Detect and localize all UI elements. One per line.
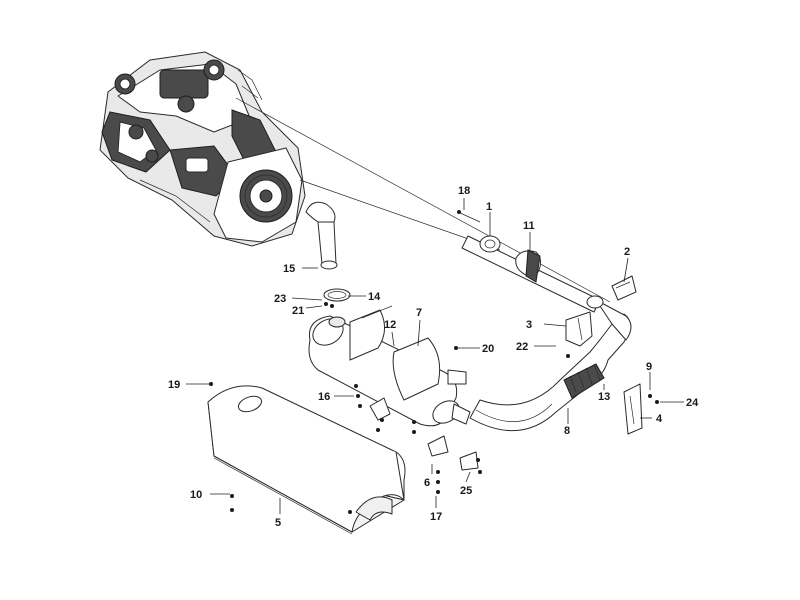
callout-8: 8	[564, 425, 570, 437]
callout-7: 7	[416, 307, 422, 319]
tailpipe-bracket	[623, 383, 643, 435]
heat-shield	[392, 337, 441, 401]
outlet-pipe	[305, 201, 338, 270]
callout-1: 1	[486, 201, 492, 213]
engine-assembly	[99, 51, 306, 247]
callout-22: 22	[516, 341, 528, 353]
callout-11: 11	[523, 220, 535, 232]
callout-15: 15	[283, 263, 295, 275]
tailpipe	[469, 299, 632, 431]
support-bracket	[565, 311, 593, 347]
callout-5: 5	[275, 517, 281, 529]
pipe-bracket	[611, 275, 637, 301]
callout-labels: 1 2 3 4 5 6 7 8 9 10 11 12 13 14 15 16 1…	[168, 185, 699, 529]
callout-19: 19	[168, 379, 180, 391]
mounting-strap	[369, 369, 479, 471]
callout-18: 18	[458, 185, 470, 197]
callout-16: 16	[318, 391, 330, 403]
callout-9: 9	[646, 361, 652, 373]
leader-lines	[186, 198, 684, 514]
callout-20: 20	[482, 343, 494, 355]
callout-14: 14	[368, 291, 381, 303]
callout-23: 23	[274, 293, 286, 305]
callout-6: 6	[424, 477, 430, 489]
callout-17: 17	[430, 511, 442, 523]
callout-12: 12	[384, 319, 396, 331]
callout-13: 13	[598, 391, 610, 403]
heat-shield-cover	[207, 385, 406, 535]
exhaust-routing-line	[235, 97, 611, 303]
muffler	[308, 315, 471, 427]
callout-24: 24	[686, 397, 699, 409]
callout-3: 3	[526, 319, 532, 331]
callout-10: 10	[190, 489, 202, 501]
callout-4: 4	[656, 413, 663, 425]
clamp	[323, 288, 351, 308]
callout-21: 21	[292, 305, 304, 317]
callout-2: 2	[624, 246, 630, 258]
muffler-band	[349, 305, 393, 361]
hardware	[209, 210, 659, 514]
upper-exhaust-pipe	[461, 235, 604, 313]
callout-25: 25	[460, 485, 472, 497]
flex-connector	[563, 363, 605, 399]
